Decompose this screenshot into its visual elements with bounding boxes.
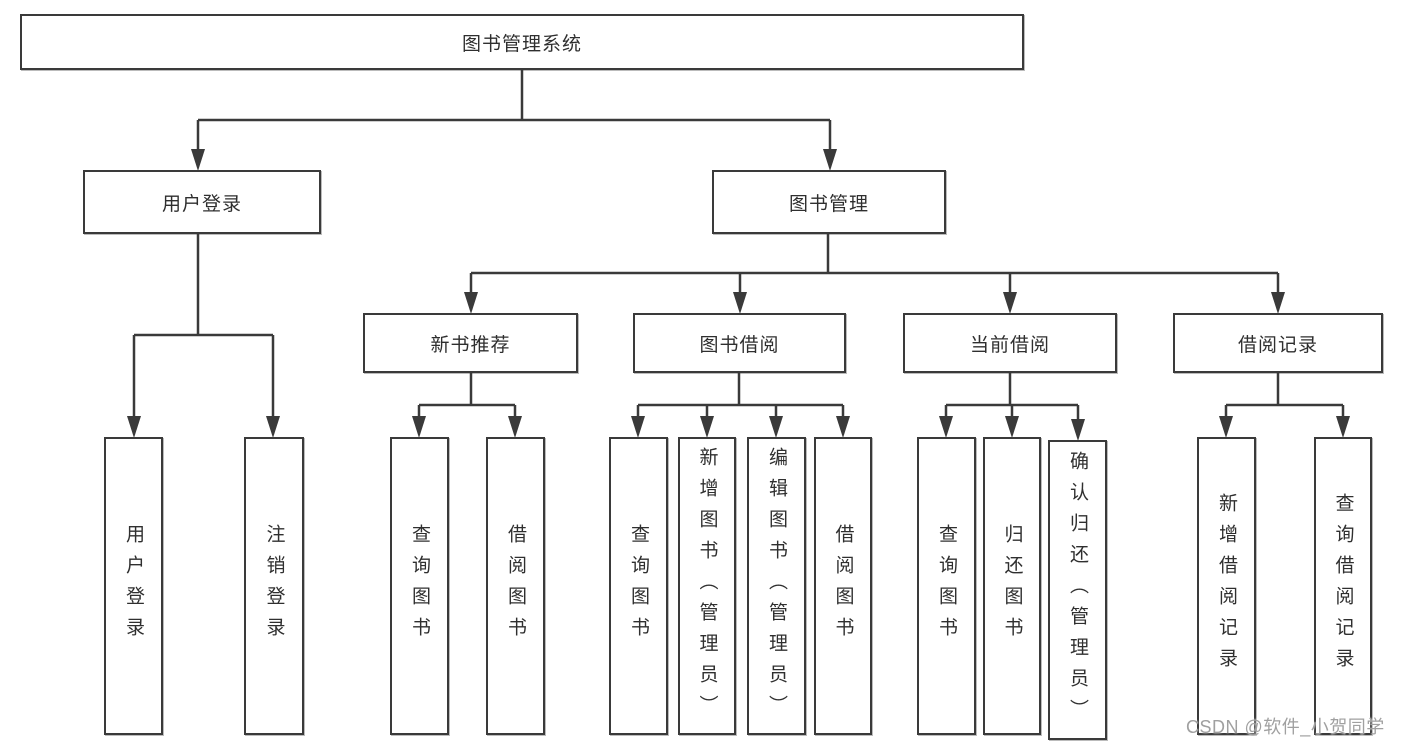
node-label: 归还图书: [1001, 524, 1023, 648]
arrowhead-icon: [464, 292, 478, 314]
node-label: 借阅图书: [505, 524, 526, 648]
node-label: 借阅记录: [1237, 334, 1318, 356]
node-label: 新增借阅记录: [1216, 493, 1237, 679]
arrowhead-icon: [1219, 416, 1233, 438]
connector-book-management-to-level3: [464, 234, 1285, 314]
node-label: 图书管理系统: [461, 33, 582, 55]
connector-user-login-to-children: [127, 234, 280, 438]
node-label: 用户登录: [161, 193, 242, 215]
node-label: 查询图书: [409, 524, 430, 648]
arrowhead-icon: [266, 416, 280, 438]
node-book-management: 图书管理: [712, 170, 946, 234]
arrowhead-icon: [508, 416, 522, 438]
node-label: 借阅图书: [832, 524, 854, 648]
connector-borrow-records-to-children: [1219, 373, 1350, 438]
arrowhead-icon: [836, 416, 850, 438]
node-edit-books-admin: 编辑图书（管理员）: [747, 437, 806, 735]
connector-root-to-level2: [191, 70, 837, 171]
node-user-login: 用户登录: [83, 170, 321, 234]
node-confirm-return-admin: 确认归还（管理员）: [1048, 440, 1107, 740]
arrowhead-icon: [1003, 292, 1017, 314]
node-current-borrow: 当前借阅: [903, 313, 1117, 373]
node-label: 用户登录: [123, 524, 144, 648]
arrowhead-icon: [1071, 419, 1085, 441]
connector-book-borrow-to-children: [631, 373, 850, 438]
node-query-books-3: 查询图书: [917, 437, 976, 735]
arrowhead-icon: [631, 416, 645, 438]
node-label: 查询图书: [628, 524, 649, 648]
arrowhead-icon: [823, 149, 837, 171]
node-label: 编辑图书（管理员）: [766, 446, 787, 726]
connector-current-borrow-to-children: [939, 373, 1085, 441]
node-library-management-system: 图书管理系统: [20, 14, 1024, 70]
node-query-borrow-record: 查询借阅记录: [1314, 437, 1372, 735]
node-label: 查询借阅记录: [1332, 493, 1354, 679]
arrowhead-icon: [769, 416, 783, 438]
node-label: 查询图书: [936, 524, 957, 648]
node-user-login-action: 用户登录: [104, 437, 163, 735]
node-label: 图书借阅: [699, 334, 780, 356]
node-label: 新书推荐: [430, 334, 511, 356]
node-label: 当前借阅: [969, 334, 1050, 356]
node-label: 新增图书（管理员）: [696, 446, 718, 726]
node-label: 图书管理: [788, 193, 869, 215]
node-add-borrow-record: 新增借阅记录: [1197, 437, 1256, 735]
connector-new-book-recommend-to-children: [412, 373, 522, 438]
arrowhead-icon: [191, 149, 205, 171]
node-add-books-admin: 新增图书（管理员）: [678, 437, 736, 735]
arrowhead-icon: [733, 292, 747, 314]
csdn-watermark: CSDN @软件_小贺同学: [1186, 717, 1385, 737]
node-label: 注销登录: [263, 524, 285, 648]
node-borrow-books-2: 借阅图书: [814, 437, 872, 735]
node-query-books: 查询图书: [390, 437, 449, 735]
node-logout: 注销登录: [244, 437, 304, 735]
arrowhead-icon: [1005, 416, 1019, 438]
node-label: 确认归还（管理员）: [1067, 450, 1088, 730]
node-new-book-recommend: 新书推荐: [363, 313, 578, 373]
arrowhead-icon: [939, 416, 953, 438]
node-borrow-books: 借阅图书: [486, 437, 545, 735]
node-return-books: 归还图书: [983, 437, 1041, 735]
arrowhead-icon: [1271, 292, 1285, 314]
node-query-books-2: 查询图书: [609, 437, 668, 735]
arrowhead-icon: [412, 416, 426, 438]
arrowhead-icon: [127, 416, 141, 438]
arrowhead-icon: [1336, 416, 1350, 438]
arrowhead-icon: [700, 416, 714, 438]
node-book-borrow: 图书借阅: [633, 313, 846, 373]
node-borrow-records: 借阅记录: [1173, 313, 1383, 373]
